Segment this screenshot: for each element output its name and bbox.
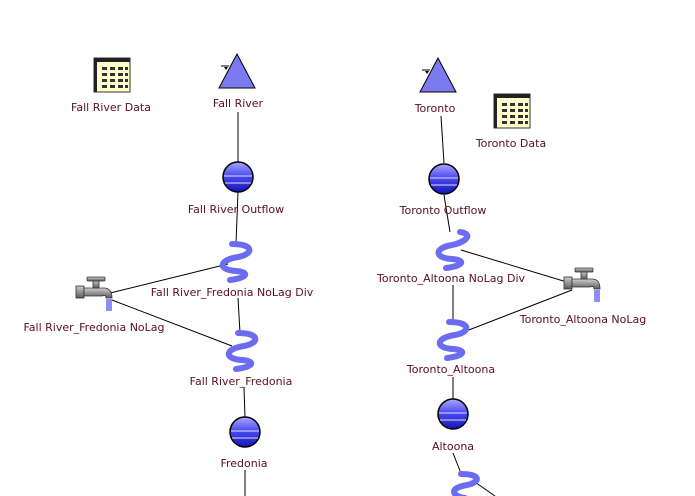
junction-circle-icon[interactable] [229, 416, 261, 448]
fall-river-fredonia-nolag-div-label: Fall River_Fredonia NoLag Div [150, 286, 314, 299]
table-icon[interactable] [493, 93, 531, 129]
links [105, 112, 581, 496]
reservoir-triangle-icon[interactable] [419, 56, 457, 93]
fall-river-data-label: Fall River Data [71, 101, 151, 114]
reach-river-icon[interactable] [219, 241, 253, 283]
toronto-altoona-nolag-div-label: Toronto_Altoona NoLag Div [376, 272, 526, 285]
toronto-data-label: Toronto Data [475, 137, 547, 150]
link-outflow-div [235, 191, 239, 245]
toronto-outflow-label: Toronto Outflow [399, 204, 487, 217]
reach-river-icon[interactable] [451, 471, 480, 496]
toronto-altoona-nolag-label: Toronto_Altoona NoLag [519, 313, 647, 326]
table-icon[interactable] [93, 57, 131, 93]
junction-circle-icon[interactable] [222, 161, 254, 193]
link-toronto-outflow [440, 115, 445, 164]
toronto-altoona-label: Toronto_Altoona [406, 363, 496, 376]
toronto-label: Toronto [414, 102, 456, 115]
link-div-reach [237, 297, 241, 334]
reservoir-triangle-icon[interactable] [218, 52, 256, 89]
fall-river-label: Fall River [212, 97, 264, 110]
link-faucet-reach-t [460, 289, 573, 334]
fredonia-label: Fredonia [220, 457, 268, 470]
fall-river-fredonia-label: Fall River_Fredonia [189, 375, 293, 388]
link-div-faucet-t [460, 249, 581, 287]
link-reach-fredonia [243, 387, 246, 418]
altoona-label: Altoona [431, 440, 475, 453]
junction-circle-icon[interactable] [428, 163, 460, 195]
link-faucet-reach-b [111, 299, 233, 347]
link-toronto-outflow-div [443, 194, 451, 233]
link-div-faucet-a [105, 263, 229, 295]
reach-river-icon[interactable] [435, 229, 471, 271]
junction-circle-icon[interactable] [437, 398, 469, 430]
diversion-faucet-icon[interactable] [563, 267, 601, 302]
reach-river-icon[interactable] [225, 330, 259, 372]
reach-river-icon[interactable] [436, 319, 470, 361]
fall-river-fredonia-nolag-label: Fall River_Fredonia NoLag [23, 321, 165, 334]
fall-river-outflow-label: Fall River Outflow [187, 203, 285, 216]
diversion-faucet-icon[interactable] [75, 276, 113, 311]
